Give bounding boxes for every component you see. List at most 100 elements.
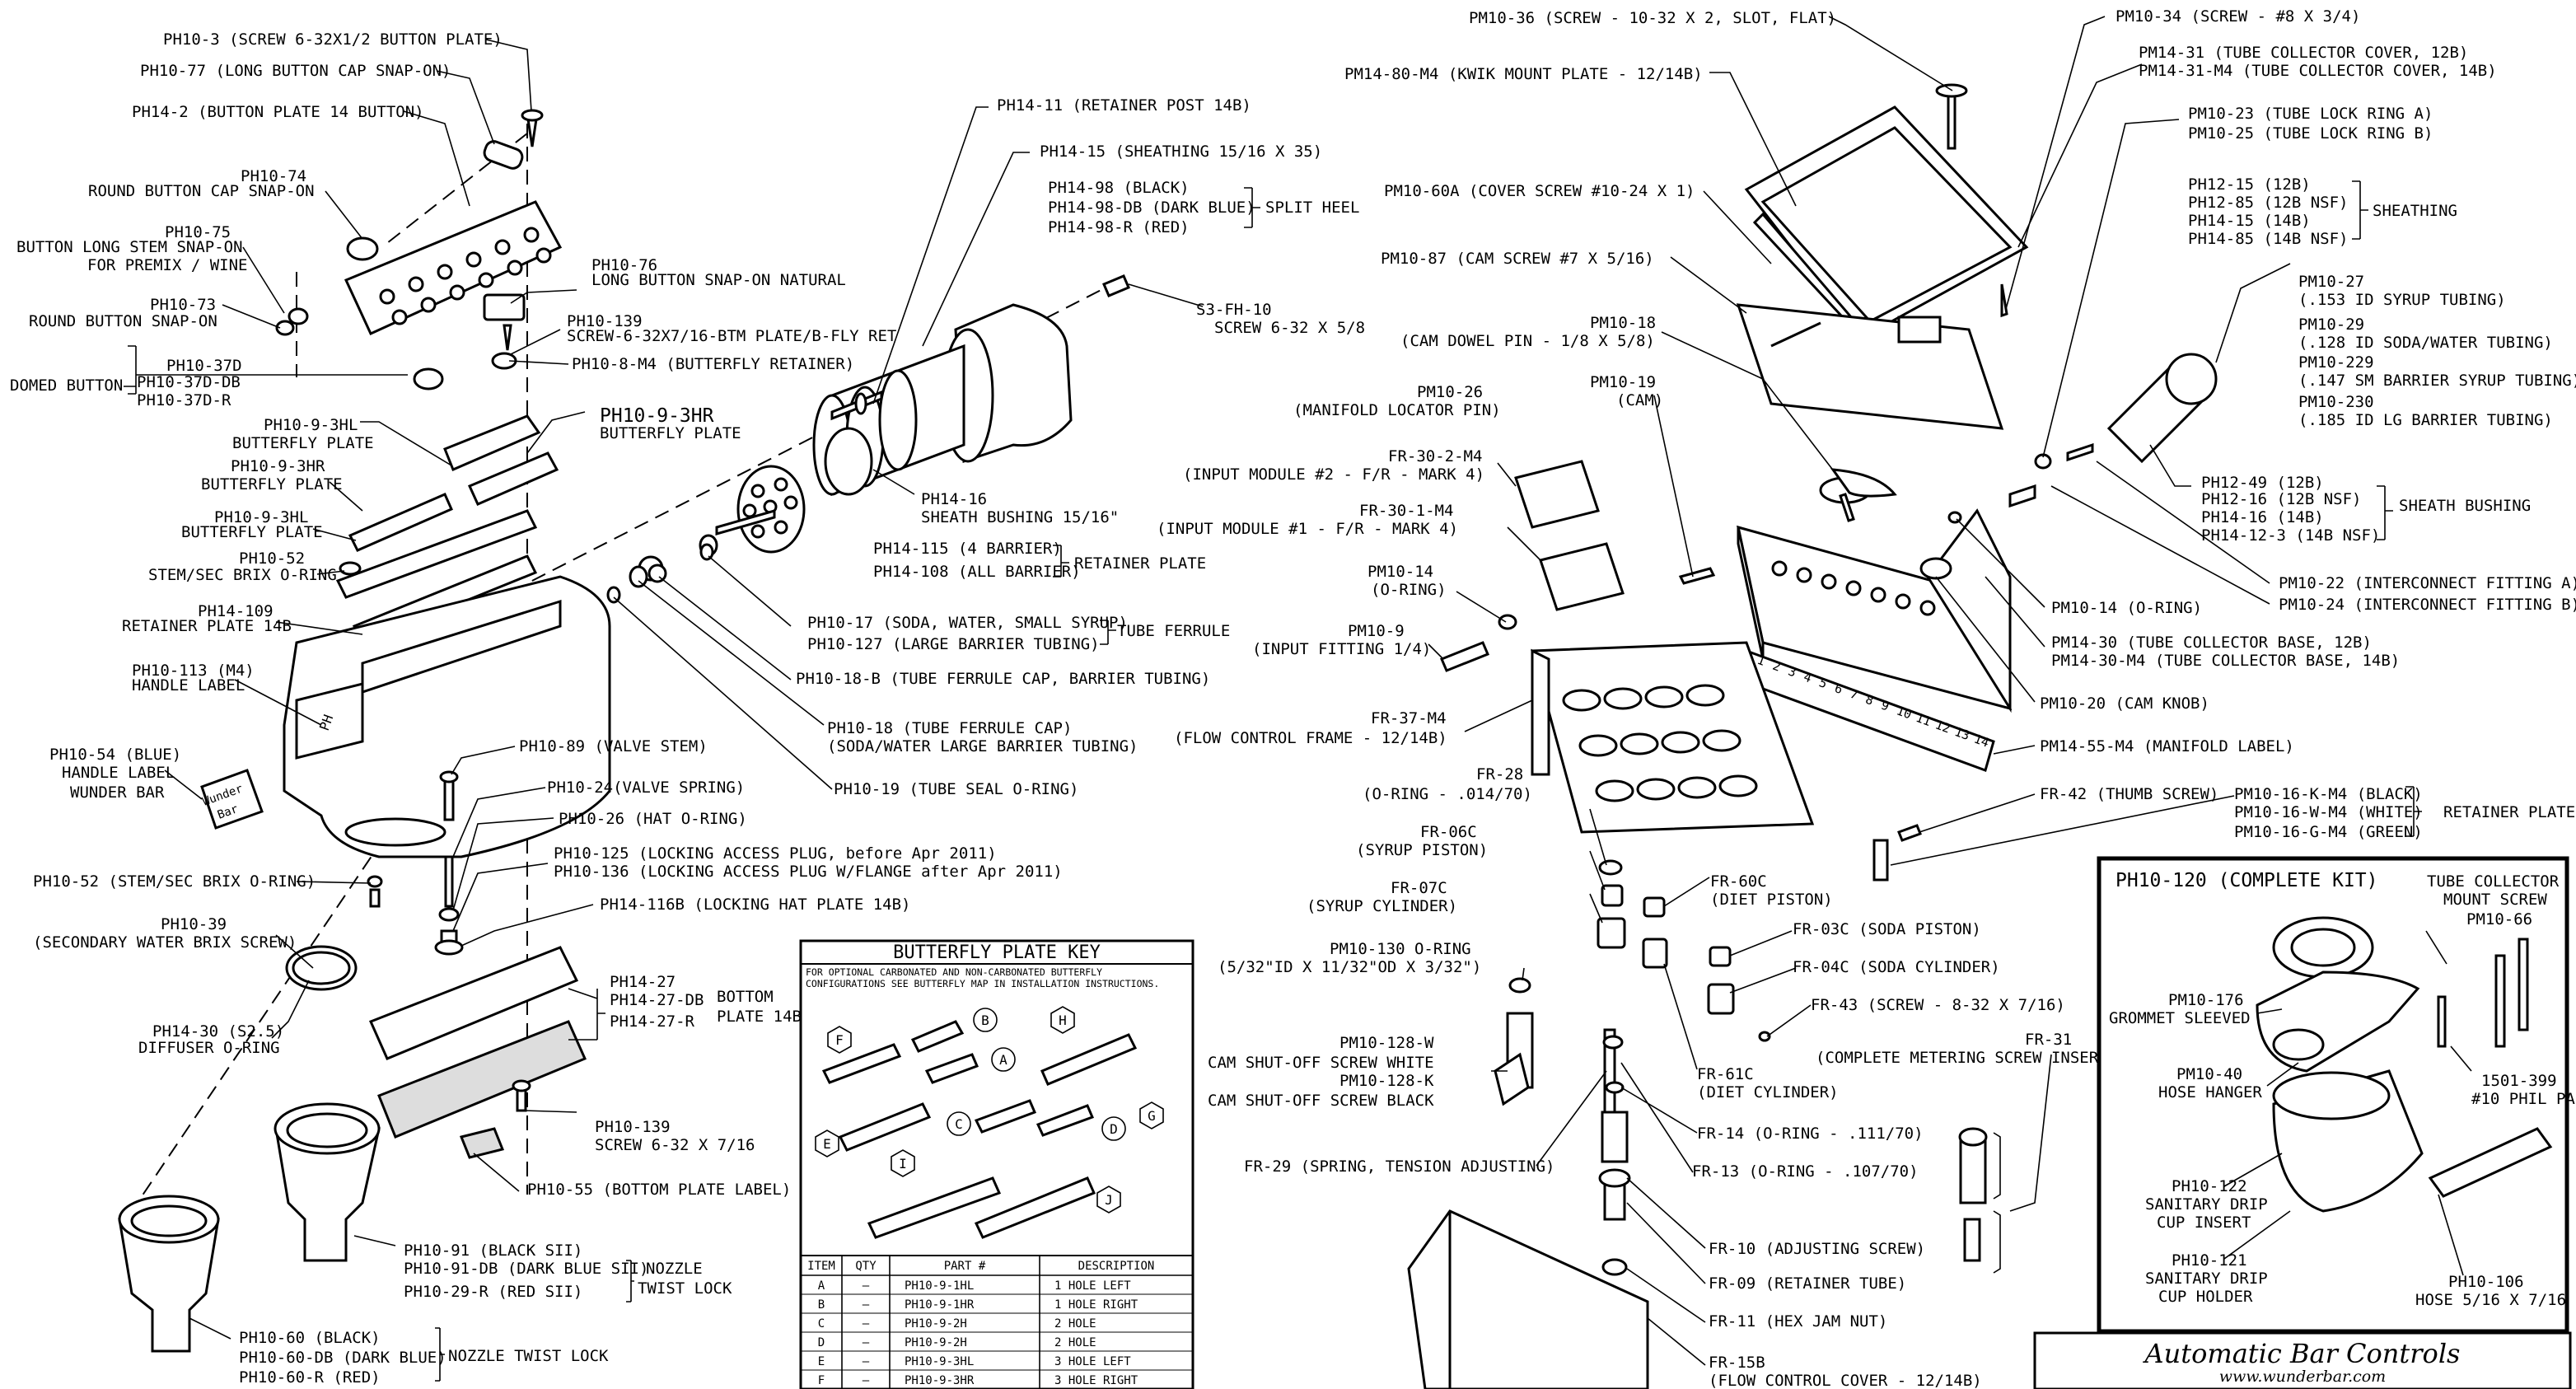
label-ph10-39-code: PH10-39 <box>161 915 227 933</box>
label-pm14-31: PM14-31 (TUBE COLLECTOR COVER, 12B) <box>2139 44 2468 62</box>
label-pm14-80-m4: PM14-80-M4 (KWIK MOUNT PLATE - 12/14B) <box>1344 65 1703 83</box>
label-pm10-87: PM10-87 (CAM SCREW #7 X 5/16) <box>1381 250 1654 268</box>
label-twist-lock: TWIST LOCK <box>638 1279 732 1298</box>
label-ph10-127: PH10-127 (LARGE BARRIER TUBING) <box>807 635 1100 653</box>
label-pm10-22: PM10-22 (INTERCONNECT FITTING A) <box>2279 574 2576 592</box>
label-pm10-29-desc: (.128 ID SODA/WATER TUBING) <box>2298 334 2553 352</box>
svg-text:F: F <box>835 1032 844 1048</box>
label-ph10-24: PH10-24(VALVE SPRING) <box>547 779 745 797</box>
label-pm10-18-code: PM10-18 <box>1590 314 1656 332</box>
label-pm10-230-desc: (.185 ID LG BARRIER TUBING) <box>2298 411 2553 429</box>
label-ph10-26: PH10-26 (HAT O-RING) <box>559 810 747 828</box>
label-fr-30-1-m4-desc: (INPUT MODULE #1 - F/R - MARK 4) <box>1157 520 1458 538</box>
label-ph10-17: PH10-17 (SODA, WATER, SMALL SYRUP) <box>807 614 1128 632</box>
label-ph14-115: PH14-115 (4 BARRIER) <box>873 540 1062 558</box>
label-ph14-98: PH14-98 (BLACK) <box>1048 179 1190 197</box>
label-ph10-73-desc: ROUND BUTTON SNAP-ON <box>29 312 217 330</box>
label-ph12-16: PH12-16 (12B NSF) <box>2201 490 2361 508</box>
kit-label-pm10-176-desc: GROMMET SLEEVED <box>2109 1009 2251 1027</box>
label-ph14-27: PH14-27 <box>610 973 676 991</box>
label-ph14-27-r: PH14-27-R <box>610 1013 695 1031</box>
kit-label-tube-collector: TUBE COLLECTOR <box>2427 872 2560 891</box>
label-retainer-plate-center: RETAINER PLATE <box>1074 554 1206 573</box>
label-fr-14: FR-14 (O-RING - .111/70) <box>1697 1125 1924 1143</box>
kit-label-mount-screw: MOUNT SCREW <box>2443 891 2547 909</box>
label-ph14-30-desc: DIFFUSER O-RING <box>138 1039 280 1057</box>
left-part-labels: PH10-3 (SCREW 6-32X1/2 BUTTON PLATE) PH1… <box>10 30 1063 1387</box>
butterfly-plate-key: BUTTERFLY PLATE KEY FOR OPTIONAL CARBONA… <box>799 939 1194 1389</box>
key-row-e-cell-3: 3 HOLE LEFT <box>1054 1355 1131 1368</box>
label-ph14-16-code: PH14-16 <box>921 490 987 508</box>
label-fr-15b-code: FR-15B <box>1709 1354 1765 1372</box>
label-sheathing: SHEATHING <box>2373 202 2457 220</box>
label-pm10-229-desc: (.147 SM BARRIER SYRUP TUBING) <box>2298 372 2576 390</box>
label-ph10-37d-r: PH10-37D-R <box>137 391 231 409</box>
right-part-labels: PM10-36 (SCREW - 10-32 X 2, SLOT, FLAT) … <box>1157 7 2576 1389</box>
label-fr-04c: FR-04C (SODA CYLINDER) <box>1793 958 2000 976</box>
butterfly-key-note-1: FOR OPTIONAL CARBONATED AND NON-CARBONAT… <box>806 966 1102 978</box>
key-row-b-cell-3: 1 HOLE RIGHT <box>1054 1298 1138 1312</box>
kit-title: PH10-120 (COMPLETE KIT) <box>2115 870 2378 891</box>
butterfly-letter-i: I <box>891 1149 915 1177</box>
label-ph10-9-3hl-b-desc: BUTTERFLY PLATE <box>181 523 323 541</box>
key-header-desc: DESCRIPTION <box>1078 1260 1155 1273</box>
label-fr-43: FR-43 (SCREW - 8-32 X 7/16) <box>1811 996 2065 1014</box>
key-row-e-cell-0: E <box>818 1355 825 1368</box>
label-ph10-9-3hl-a-code: PH10-9-3HL <box>264 416 358 434</box>
label-ph10-60: PH10-60 (BLACK) <box>239 1329 381 1347</box>
label-pm14-30: PM14-30 (TUBE COLLECTOR BASE, 12B) <box>2051 634 2372 652</box>
label-ph10-139-code: PH10-139 <box>567 312 643 330</box>
butterfly-letter-c: C <box>947 1111 971 1136</box>
label-pm10-14-a-code: PM10-14 <box>1367 563 1433 581</box>
label-pm10-26-code: PM10-26 <box>1417 383 1483 401</box>
label-ph10-91: PH10-91 (BLACK SII) <box>404 1242 582 1260</box>
label-pm10-16-k-m4: PM10-16-K-M4 (BLACK) <box>2234 785 2423 803</box>
label-fr-03c: FR-03C (SODA PISTON) <box>1793 920 1981 938</box>
key-row-b-cell-0: B <box>818 1298 825 1312</box>
key-row-d-cell-1: – <box>863 1336 870 1349</box>
label-ph10-89: PH10-89 (VALVE STEM) <box>519 737 708 755</box>
label-ph10-91-db: PH10-91-DB (DARK BLUE SII) <box>404 1260 648 1278</box>
kit-label-ph10-122-desc2: CUP INSERT <box>2157 1214 2251 1232</box>
label-pm10-14-a-desc: (O-RING) <box>1371 581 1447 599</box>
label-ph10-3: PH10-3 (SCREW 6-32X1/2 BUTTON PLATE) <box>163 30 503 49</box>
label-ph14-15-right: PH14-15 (14B) <box>2188 212 2311 230</box>
label-pm10-128-w-desc: CAM SHUT-OFF SCREW WHITE <box>1208 1054 1434 1072</box>
butterfly-letter-j: J <box>1096 1186 1121 1214</box>
center-part-labels: PH14-11 (RETAINER POST 14B) PH14-15 (SHE… <box>796 96 1365 798</box>
label-pm10-24: PM10-24 (INTERCONNECT FITTING B) <box>2279 596 2576 614</box>
label-ph10-18: PH10-18 (TUBE FERRULE CAP) <box>827 719 1072 737</box>
label-ph10-75-desc1: BUTTON LONG STEM SNAP-ON <box>16 238 243 256</box>
label-pm10-130-code: PM10-130 O-RING <box>1330 940 1471 958</box>
label-fr-09: FR-09 (RETAINER TUBE) <box>1709 1274 1906 1293</box>
label-ph12-15: PH12-15 (12B) <box>2188 175 2311 194</box>
label-pm10-229-code: PM10-229 <box>2298 353 2374 372</box>
brand-name: Automatic Bar Controls <box>2143 1338 2461 1369</box>
kit-label-pm10-176-code: PM10-176 <box>2168 991 2244 1009</box>
label-pm10-128-k-desc: CAM SHUT-OFF SCREW BLACK <box>1208 1092 1434 1110</box>
kit-label-pm10-40-code: PM10-40 <box>2176 1065 2242 1083</box>
label-ph14-85: PH14-85 (14B NSF) <box>2188 230 2348 248</box>
manifold-assembly-drawing <box>1407 83 2218 1389</box>
label-bottom: BOTTOM <box>717 988 774 1006</box>
label-ph10-54-code: PH10-54 (BLUE) <box>49 746 181 764</box>
label-fr-30-2-m4-desc: (INPUT MODULE #2 - F/R - MARK 4) <box>1183 465 1484 484</box>
label-fr-31-desc: (COMPLETE METERING SCREW INSERT) <box>1816 1049 2117 1067</box>
butterfly-letter-b: B <box>973 1008 998 1032</box>
label-tube-ferrule: TUBE FERRULE <box>1117 622 1230 640</box>
key-row-f-cell-3: 3 HOLE RIGHT <box>1054 1374 1138 1387</box>
label-pm10-34: PM10-34 (SCREW - #8 X 3/4) <box>2115 7 2360 26</box>
key-row-c-cell-1: – <box>863 1317 870 1331</box>
label-domed-button: DOMED BUTTON <box>10 376 123 395</box>
svg-text:D: D <box>1110 1121 1118 1137</box>
svg-text:C: C <box>955 1116 963 1132</box>
butterfly-letter-d: D <box>1101 1116 1126 1141</box>
butterfly-key-title: BUTTERFLY PLATE KEY <box>893 942 1101 963</box>
key-row-b-cell-2: PH10-9-1HR <box>905 1298 975 1312</box>
label-ph10-9-3hr-a-code: PH10-9-3HR <box>600 405 714 427</box>
key-row-e-cell-1: – <box>863 1355 870 1368</box>
kit-label-ph10-121-desc2: CUP HOLDER <box>2158 1288 2253 1306</box>
label-ph14-30-code: PH14-30 (S2.5) <box>152 1022 284 1041</box>
key-row-d-cell-2: PH10-9-2H <box>905 1336 967 1349</box>
label-ph10-9-3hl-a-desc: BUTTERFLY PLATE <box>232 434 374 452</box>
